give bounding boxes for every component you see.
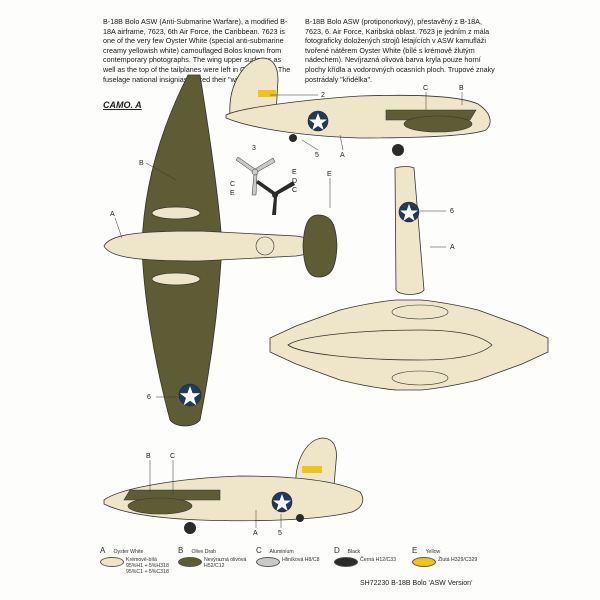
product-footer: SH72230 B-18B Bolo 'ASW Version' (360, 580, 473, 587)
callout-c-propeller-1: C (230, 181, 235, 188)
callout-6-plan: 6 (450, 208, 454, 215)
underside-view (269, 299, 549, 391)
swatch-yellow (412, 557, 436, 567)
side-view-upper-mainwheel (392, 144, 404, 156)
side-view-lower-serial (302, 466, 322, 473)
callout-a-side-upper: A (340, 152, 345, 159)
propeller-views (235, 156, 295, 215)
side-view-lower-fin (295, 437, 337, 489)
side-view-upper-insignia-star (309, 113, 327, 130)
side-view-lower-nacelle (127, 497, 193, 515)
side-view-upper-fin (229, 57, 279, 116)
underside-fuselage (287, 329, 493, 361)
side-view-lower-tailwheel (296, 514, 304, 522)
side-view-lower-insignia-star (273, 494, 291, 511)
callout-e-propeller-2: E (292, 169, 297, 176)
callout-2-side-upper: 2 (321, 92, 325, 99)
top-view (103, 74, 338, 427)
legend-item-b: B Olive Drab Nevýrazná olivová H52/C12 (178, 546, 247, 570)
color-legend: A Oyster White Krémově-bílá 95%H1 + 5%H3… (100, 546, 500, 588)
side-view-upper-tailwheel (289, 134, 297, 142)
plan-view-right-fuselage (394, 166, 425, 295)
underside-nacelle-lower (391, 370, 449, 386)
plan-view-right-insignia-star (400, 204, 418, 221)
side-view-lower (103, 437, 364, 534)
callout-b-top-view: B (139, 160, 144, 167)
callout-c-propeller-2: C (292, 187, 297, 194)
side-view-upper-serial (258, 90, 276, 97)
swatch-black (334, 557, 358, 567)
callout-e-propeller-1: E (230, 190, 235, 197)
side-view-lower-wing (123, 489, 221, 501)
swatch-olive-drab (178, 557, 202, 567)
propeller-front (235, 156, 276, 196)
top-view-nacelle-upper (151, 206, 201, 220)
callout-5-side-lower: 5 (278, 530, 282, 537)
plan-view-right (394, 166, 425, 295)
callout-lines (114, 92, 463, 528)
description-czech: B-18B Bolo ASW (protiponorkový), přestav… (305, 17, 495, 84)
callout-6-top-view: 6 (147, 394, 151, 401)
swatch-aluminium (256, 557, 280, 567)
top-view-tailplane (302, 214, 338, 278)
callout-b-side-lower: B (146, 453, 151, 460)
callout-a-top-view: A (110, 211, 115, 218)
callout-a-plan: A (450, 244, 455, 251)
callout-labels: B A 6 2 5 A C B 3 C E E D C E 6 A B C A … (110, 85, 464, 537)
underside-nacelle-upper (391, 304, 449, 320)
side-view-upper-nacelle (403, 115, 473, 133)
legend-item-d: D Black Černá H12/C33 (334, 546, 404, 567)
top-view-fuselage-insignia (255, 236, 275, 256)
camo-title: CAMO. A (103, 100, 142, 110)
callout-5-side-upper: 5 (315, 152, 319, 159)
propeller-rear (256, 180, 295, 215)
callout-e-plan: E (327, 171, 332, 178)
callout-d-propeller: D (292, 178, 297, 185)
callout-c-side-lower: C (170, 453, 175, 460)
top-view-wing-insignia-star (179, 386, 201, 406)
legend-item-c: C Aluminium Hliníková H8/C8 (256, 546, 326, 567)
top-view-fuselage (103, 230, 323, 262)
description-english: B-18B Bolo ASW (Anti-Submarine Warfare),… (103, 17, 291, 84)
callout-c-side-upper: C (423, 85, 428, 92)
callout-3-propeller: 3 (252, 145, 256, 152)
callout-a-side-lower: A (253, 530, 258, 537)
swatch-oyster-white (100, 557, 124, 567)
top-view-nacelle-lower (151, 272, 201, 286)
legend-item-e: E Yellow Žlutá H329/C329 (412, 546, 482, 567)
legend-item-a: A Oyster White Krémově-bílá 95%H1 + 5%H3… (100, 546, 169, 576)
side-view-upper (225, 57, 491, 156)
callout-b-side-upper: B (459, 85, 464, 92)
side-view-lower-mainwheel (184, 522, 196, 534)
